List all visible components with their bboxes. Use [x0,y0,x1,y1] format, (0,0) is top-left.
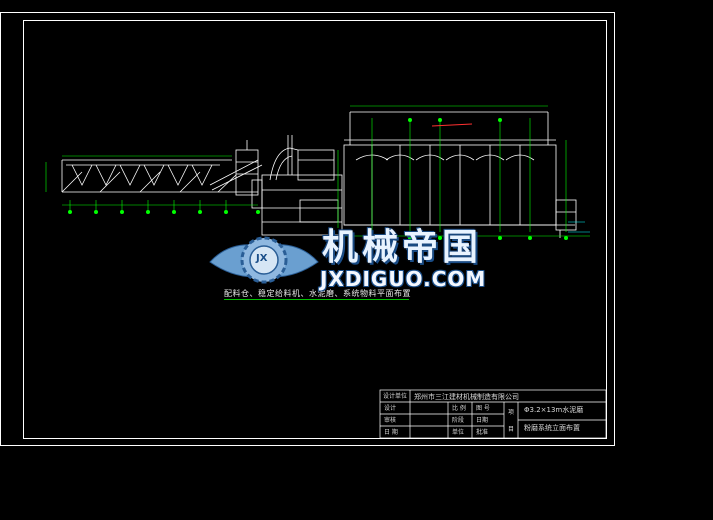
title-block-project-label-2: 目 [508,426,515,433]
axis-markers-left [68,210,260,214]
title-block-r3-c: 日期 [476,417,489,424]
watermark-logo [209,236,319,284]
title-block-drawing-title-2: 粉磨系统立面布置 [524,424,580,432]
outer-sheet-border [0,12,615,446]
title-block-r2-c: 图 号 [476,405,490,412]
level-marks [568,221,590,233]
title-block-r4-a: 日 期 [384,429,398,436]
silo-dimensions [337,105,590,237]
inner-sheet-border [23,20,607,439]
title-block-drawing-title-1: Φ3.2×13m水泥磨 [524,406,584,414]
title-block-r4-b: 单位 [452,429,465,436]
logo-letters: JX [256,253,268,264]
title-block-grid [379,389,607,439]
title-block-designer-label: 设计单位 [383,393,408,400]
drawing-caption: 配料仓、稳定给料机、水泥磨、系统物料平面布置 [224,289,411,300]
batching-conveyor-truss [61,140,263,209]
callout-leader [431,123,473,127]
axis-markers-right [370,118,568,240]
title-block-r2-b: 比 例 [452,405,466,412]
title-block-company: 郑州市三江建材机械制造有限公司 [414,393,519,401]
watermark-brand: 机械帝国 [322,227,483,268]
title-block-r3-a: 审核 [384,417,397,424]
title-block-project-label: 项 [508,409,515,416]
silo-building [343,111,577,238]
title-block-r4-c: 批准 [476,429,489,436]
watermark-url: JXDIGUO.COM [320,267,487,291]
title-block-r3-b: 阶段 [452,417,465,424]
mill-house [261,135,343,236]
title-block-r2-a: 设计 [384,405,397,412]
